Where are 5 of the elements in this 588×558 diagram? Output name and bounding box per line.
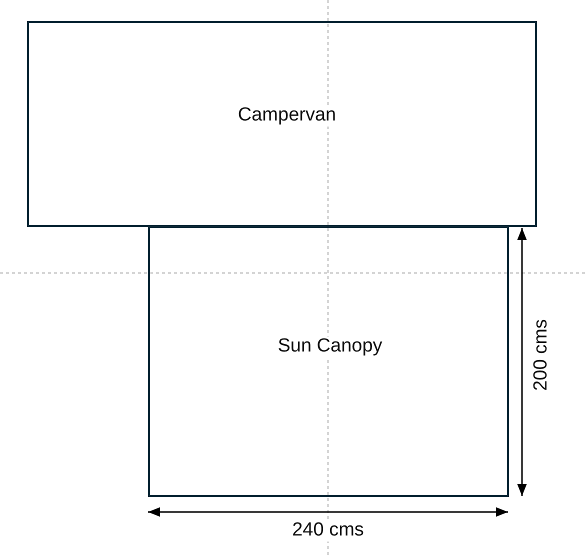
node-label: Campervan (238, 106, 336, 126)
canopy-box (148, 226, 509, 497)
vehicle-box (27, 21, 537, 227)
node-label: Sun Canopy (278, 336, 382, 358)
dimension-label: 240 cms (292, 520, 364, 542)
